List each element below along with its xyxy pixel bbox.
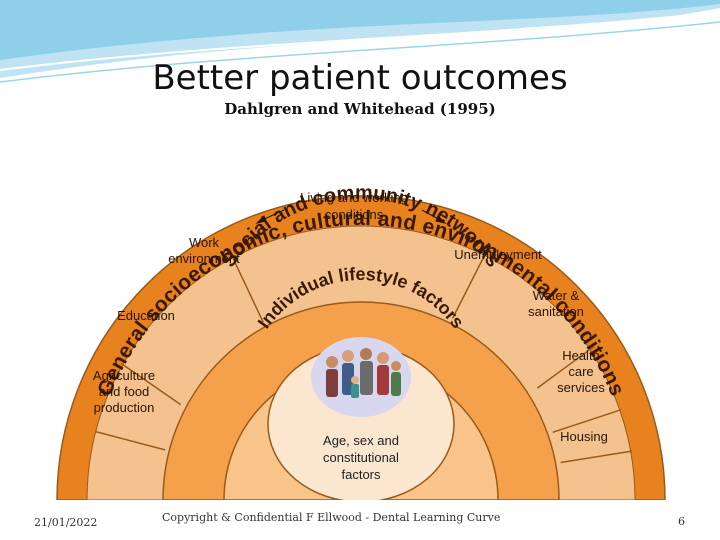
core-label-line-2: constitutional	[323, 450, 399, 465]
footer-copyright: Copyright & Confidential F Ellwood - Den…	[162, 511, 501, 524]
sector-health-line-1: Health	[562, 348, 600, 363]
sector-dividers	[95, 255, 633, 464]
sector-housing: Housing	[560, 429, 608, 444]
core-label-line-1: Age, sex and	[323, 433, 399, 448]
footer-date: 21/01/2022	[34, 516, 98, 529]
sector-work-line-2: environment	[168, 251, 240, 266]
determinants-of-health-diagram: General socioeconomic, cultural and envi…	[56, 182, 666, 500]
sector-unemployment: Unemployment	[454, 247, 542, 262]
page-number: 6	[678, 515, 685, 528]
header-wave	[0, 0, 720, 83]
sector-agriculture-line-1: Agriculture	[93, 368, 155, 383]
double-arrow-icon	[255, 209, 447, 224]
sector-water-line-1: Water &	[533, 288, 580, 303]
sector-work-line-1: Work	[189, 235, 220, 250]
sector-health-line-2: care	[568, 364, 593, 379]
core-label-line-3: factors	[341, 467, 381, 482]
sector-education: Education	[117, 308, 175, 323]
sector-health-line-3: services	[557, 380, 605, 395]
slide-subtitle: Dahlgren and Whitehead (1995)	[224, 100, 496, 118]
sector-agriculture-line-2: and food	[99, 384, 150, 399]
sector-agriculture-line-3: production	[94, 400, 155, 415]
sector-living-line-1: Living and working	[300, 190, 408, 205]
slide-title: Better patient outcomes	[152, 58, 568, 98]
sector-water-line-2: sanitation	[528, 304, 584, 319]
people-illustration-icon	[311, 337, 411, 417]
sector-living-line-2: conditions	[325, 207, 384, 222]
